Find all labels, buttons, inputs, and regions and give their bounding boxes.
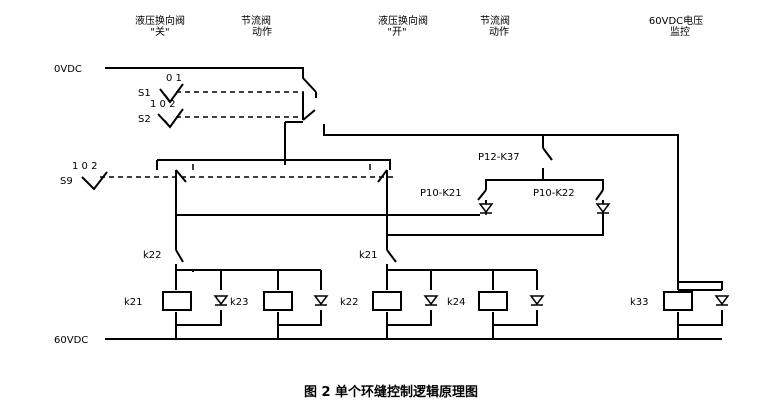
p10-k21-label: P10-K21 xyxy=(420,188,462,199)
s2-contact-blade xyxy=(302,109,316,121)
p10-contact-blades xyxy=(477,189,604,204)
s9-label: S9 xyxy=(60,176,73,187)
s2-positions: 1 0 2 xyxy=(150,99,175,110)
header-60vdc-monitor: 60VDC电压 xyxy=(649,14,703,27)
coil-group-3-wiring xyxy=(386,269,432,338)
p10-k22-label: P10-K22 xyxy=(533,188,575,199)
coil-k33-label: k33 xyxy=(630,297,649,308)
coil-k23-diode-icon xyxy=(313,295,329,306)
k22-contact-label: k22 xyxy=(143,250,162,261)
coil-k21-label: k21 xyxy=(124,297,143,308)
coil-k33-diode-icon xyxy=(714,295,730,306)
s1-positions: 0 1 xyxy=(166,73,182,84)
s9-positions: 1 0 2 xyxy=(72,161,97,172)
s2-label: S2 xyxy=(138,114,151,125)
p10-k21-diode-icon xyxy=(478,203,494,215)
coil-k22-diode-icon xyxy=(423,295,439,306)
k21-contact-label: k21 xyxy=(359,250,378,261)
coil-k24-label: k24 xyxy=(447,297,466,308)
monitor-feed-wire xyxy=(323,124,679,290)
s-contact-output-wire xyxy=(284,121,303,160)
header-hydraulic-valve-open-sub: "开" xyxy=(387,27,406,38)
coil-k24-diode-icon xyxy=(529,295,545,306)
distribution-bus xyxy=(156,159,391,170)
header-throttle-1: 节流阀 xyxy=(241,14,271,27)
coil-group-2-wiring xyxy=(192,269,322,338)
p10-k22-diode-icon xyxy=(595,203,611,214)
top-rail-wire xyxy=(105,67,317,120)
cross-link-lower xyxy=(387,213,604,236)
coil-group-4-wiring xyxy=(431,269,538,338)
coil-k22 xyxy=(372,291,402,311)
figure-caption: 图 2 单个环缝控制逻辑原理图 xyxy=(304,384,478,400)
header-hydraulic-valve-close-sub: "关" xyxy=(150,25,169,38)
coil-group-1-wiring xyxy=(175,269,222,338)
coil-k23 xyxy=(263,291,293,311)
series-contact-blades xyxy=(175,249,397,270)
coil-k21-left-diode-icon xyxy=(213,295,229,306)
header-hydraulic-valve-close: 液压换向阀 xyxy=(135,14,185,27)
coil-k33 xyxy=(663,291,693,311)
header-hydraulic-valve-open: 液压换向阀 xyxy=(378,14,428,27)
coil-group-5-wiring xyxy=(677,281,723,338)
header-throttle-2-sub: 动作 xyxy=(489,26,509,38)
rail-label-bottom: 60VDC xyxy=(54,335,88,346)
s1-label: S1 xyxy=(138,88,151,99)
s2-selector-symbol xyxy=(157,108,184,129)
coil-k21-left xyxy=(162,291,192,311)
s1-selector-symbol xyxy=(159,83,184,104)
s9-contact-stubs xyxy=(192,164,371,170)
header-throttle-2: 节流阀 xyxy=(480,14,510,27)
header-60vdc-monitor-sub: 监控 xyxy=(670,25,690,38)
header-throttle-1-sub: 动作 xyxy=(252,26,272,38)
coil-k24 xyxy=(478,291,508,311)
p12-branch-wire xyxy=(485,135,604,190)
coil-k22-label: k22 xyxy=(340,297,359,308)
s9-selector-symbol xyxy=(81,171,108,191)
p12-k37-label: P12-K37 xyxy=(478,152,520,163)
coil-k23-label: k23 xyxy=(230,297,249,308)
s9-contacts xyxy=(175,169,388,250)
rail-label-top: 0VDC xyxy=(54,64,82,75)
